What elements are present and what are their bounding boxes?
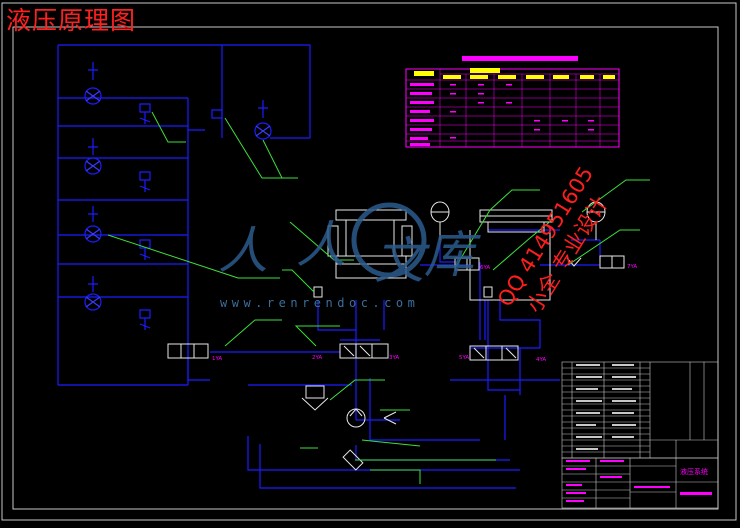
tag-6: 6YA [480, 265, 490, 271]
pump-unit-3 [85, 206, 150, 260]
relief-valve [306, 386, 324, 398]
tag-1: 1YA [212, 356, 222, 362]
watermark-char-2: 人 [296, 216, 346, 274]
tag-2: 2YA [312, 355, 322, 361]
action-table [406, 56, 619, 147]
pump-unit-1 [85, 62, 150, 124]
title-block [562, 458, 718, 508]
drawing-name: 液压系统 [680, 467, 708, 476]
pump-unit-4 [85, 276, 150, 330]
action-table-grid [406, 69, 619, 147]
tag-5: 4YA [536, 357, 546, 363]
drawing-title: 液压原理图 [6, 1, 136, 37]
action-table-title [462, 56, 578, 61]
watermark-char-4: 库 [424, 226, 481, 284]
tag-3: 3YA [389, 355, 399, 361]
directional-valve-2 [340, 344, 388, 358]
action-table-headers [414, 68, 615, 79]
watermark-char-1: 人 [218, 222, 268, 280]
small-check-2 [484, 287, 492, 297]
parts-list-text [576, 364, 636, 450]
watermark-char-3: 文 [374, 232, 431, 290]
pump-units [85, 62, 271, 330]
watermark-url: www.renrendoc.com [220, 296, 419, 310]
pump-unit-top [212, 100, 271, 139]
pump-unit-2 [85, 138, 150, 192]
watermark-logo: 人 人 文 库 [218, 205, 481, 290]
tag-4: 5YA [459, 355, 469, 361]
